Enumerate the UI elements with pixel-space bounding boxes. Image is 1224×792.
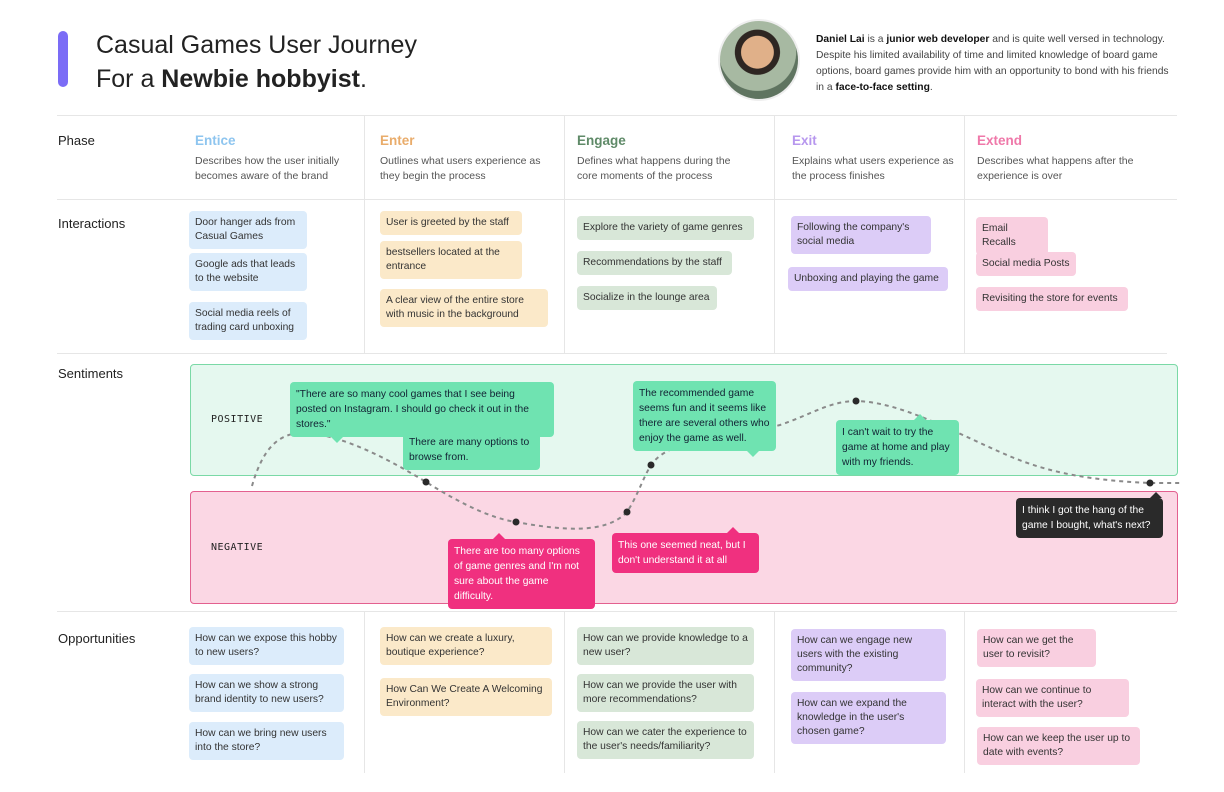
opportunity-card: How can we show a strong brand identity … [189,674,344,712]
phase-title-exit: Exit [792,133,817,148]
divider [57,199,1177,200]
opportunity-card: How can we provide knowledge to a new us… [577,627,754,665]
interaction-card: Email Recalls [976,217,1048,255]
page-title: Casual Games User Journey For a Newbie h… [96,28,417,96]
phase-desc-entice: Describes how the user initially becomes… [195,155,340,182]
sentiment-quote: "There are so many cool games that I see… [290,382,554,443]
interaction-card: Social media Posts [976,252,1076,276]
row-label-interactions: Interactions [58,216,126,231]
phase-title-extend: Extend [977,133,1023,148]
interaction-card: Unboxing and playing the game [788,267,948,291]
interaction-card: bestsellers located at the entrance [380,241,522,279]
column-divider [564,611,565,773]
phase-title-engage: Engage [577,133,626,148]
opportunity-card: How can we create a luxury, boutique exp… [380,627,552,665]
title-line-2: For a Newbie hobbyist. [96,62,417,96]
column-divider [774,115,775,353]
sentiment-quote: I think I got the hang of the game I bou… [1016,492,1163,538]
row-label-opportunities: Opportunities [58,631,136,646]
persona-name: Daniel Lai [816,34,865,45]
opportunity-card: How can we keep the user up to date with… [977,727,1140,765]
positive-label: POSITIVE [211,414,264,425]
sentiment-point [422,478,430,486]
persona-setting: face-to-face setting [835,82,930,93]
divider [57,115,1177,116]
opportunity-card: How can we expose this hobby to new user… [189,627,344,665]
column-divider [364,115,365,353]
persona-avatar [718,19,800,101]
accent-bar [58,31,68,87]
sentiment-quote: There are many options to browse from. [403,424,540,470]
opportunity-card: How can we get the user to revisit? [977,629,1096,667]
sentiment-quote: This one seemed neat, but I don't unders… [612,527,759,573]
interaction-card: User is greeted by the staff [380,211,522,235]
divider [57,353,1167,354]
phase-desc-extend: Describes what happens after the experie… [977,155,1134,182]
interaction-card: A clear view of the entire store with mu… [380,289,548,327]
persona-text-2: and is quite well versed in technology. … [816,34,1169,93]
sentiment-point [1146,479,1154,487]
persona-description: Daniel Lai is a junior web developer and… [816,32,1178,96]
interaction-card: Socialize in the lounge area [577,286,717,310]
opportunity-card: How can we cater the experience to the u… [577,721,754,759]
column-divider [364,611,365,773]
opportunity-card: How can we provide the user with more re… [577,674,754,712]
sentiment-quote: The recommended game seems fun and it se… [633,381,776,457]
column-divider [774,611,775,773]
interaction-card: Social media reels of trading card unbox… [189,302,307,340]
phase-title-entice: Entice [195,133,236,148]
divider [57,611,1177,612]
title-suffix: . [359,65,367,93]
interaction-card: Revisiting the store for events [976,287,1128,311]
persona-role: junior web developer [886,34,990,45]
sentiment-quote: I can't wait to try the game at home and… [836,414,959,475]
interaction-card: Explore the variety of game genres [577,216,754,240]
title-line-1: Casual Games User Journey [96,31,417,59]
interaction-card: Recommendations by the staff [577,251,732,275]
opportunity-card: How can we continue to interact with the… [976,679,1129,717]
phase-desc-engage: Defines what happens during the core mom… [577,155,731,182]
sentiment-quote: There are too many options of game genre… [448,533,595,609]
column-divider [564,115,565,353]
persona-text-3: . [929,82,933,93]
opportunity-card: How can we engage new users with the exi… [791,629,946,681]
interaction-card: Door hanger ads from Casual Games [189,211,307,249]
title-bold: Newbie hobbyist [161,65,360,93]
opportunity-card: How can we expand the knowledge in the u… [791,692,946,744]
persona-text-1: is a [864,34,887,45]
column-divider [964,115,965,353]
negative-label: NEGATIVE [211,542,264,553]
opportunity-card: How Can We Create A Welcoming Environmen… [380,678,552,716]
interaction-card: Google ads that leads to the website [189,253,307,291]
phase-desc-exit: Explains what users experience as the pr… [792,155,954,182]
interaction-card: Following the company's social media [791,216,931,254]
phase-desc-enter: Outlines what users experience as they b… [380,155,541,182]
row-label-phase: Phase [58,133,95,148]
title-prefix: For a [96,65,162,93]
phase-title-enter: Enter [380,133,415,148]
row-label-sentiments: Sentiments [58,366,124,381]
opportunity-card: How can we bring new users into the stor… [189,722,344,760]
column-divider [964,611,965,773]
